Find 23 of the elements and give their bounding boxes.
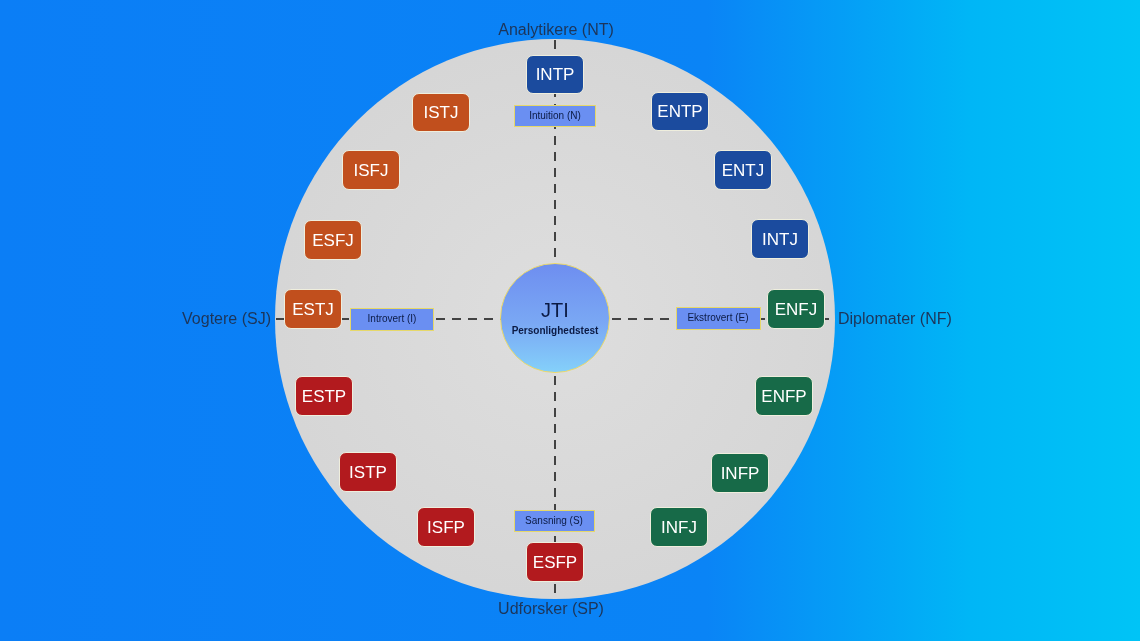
- type-tile: ISFP: [417, 507, 475, 547]
- type-tile: ESFJ: [304, 220, 362, 260]
- type-tile: ESFP: [526, 542, 584, 582]
- type-tile: INTJ: [751, 219, 809, 259]
- axis-label-box: Sansning (S): [513, 510, 595, 532]
- axis-label-box: Introvert (I): [350, 307, 434, 331]
- axis-label-box: Intuition (N): [514, 105, 596, 127]
- type-tile: ENFJ: [767, 289, 825, 329]
- type-tile: ISFJ: [342, 150, 400, 190]
- group-label: Udforsker (SP): [498, 601, 604, 617]
- type-tile: ESTJ: [284, 289, 342, 329]
- type-tile: ISTJ: [412, 92, 470, 132]
- subtitle-text: Personlighedstest: [511, 326, 599, 336]
- type-tile: INFP: [711, 453, 769, 493]
- type-tile: ENTJ: [714, 150, 772, 190]
- type-tile: ENFP: [755, 376, 813, 416]
- group-label: Analytikere (NT): [498, 22, 614, 38]
- type-tile: INFJ: [650, 507, 708, 547]
- type-tile: ENTP: [651, 91, 709, 131]
- title-text: JTI: [541, 300, 569, 320]
- type-tile: ISTP: [339, 452, 397, 492]
- type-tile: ESTP: [295, 376, 353, 416]
- type-tile: INTP: [526, 54, 584, 94]
